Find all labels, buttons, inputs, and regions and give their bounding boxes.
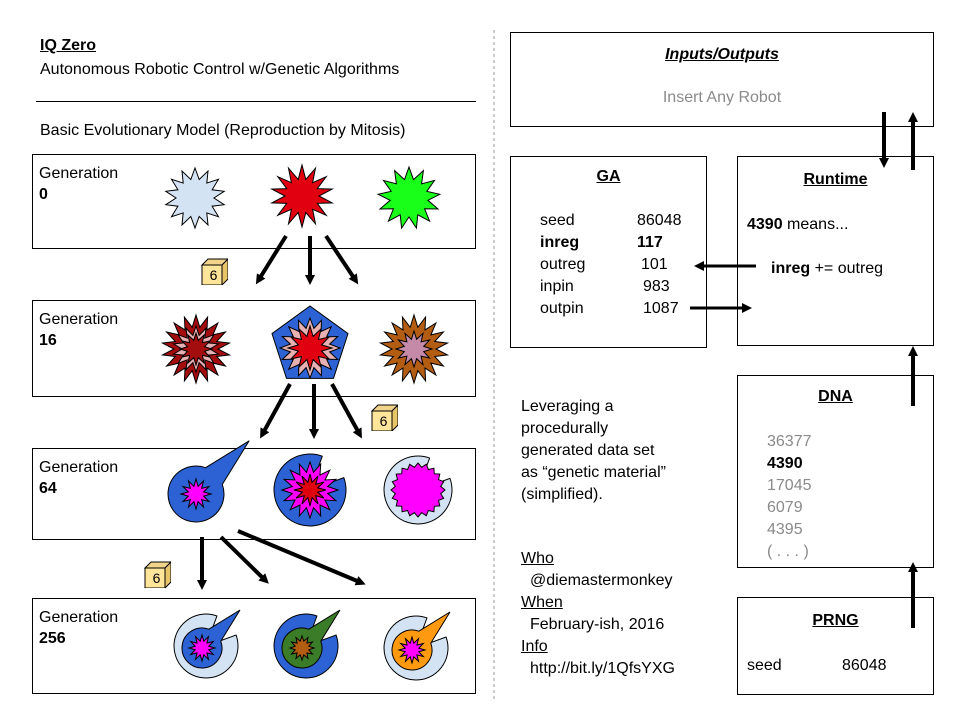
dna-value-active: 4390	[767, 455, 803, 472]
header-divider	[36, 101, 476, 102]
credits-when-label: When	[521, 594, 563, 611]
generation-label: Generation 64	[39, 457, 118, 499]
credits-info-link[interactable]: http://bit.ly/1QfsYXG	[530, 660, 675, 677]
credits-who-value: @diemastermonkey	[530, 572, 673, 589]
generation-number: 16	[39, 332, 57, 349]
ga-key-seed: seed	[540, 212, 575, 229]
runtime-operation: inreg += outreg	[771, 258, 883, 280]
generation-box-0: Generation 0	[32, 154, 476, 249]
ga-key-outpin: outpin	[540, 300, 584, 317]
title-text: IQ Zero	[40, 37, 97, 54]
app-subtitle: Autonomous Robotic Control w/Genetic Alg…	[40, 61, 400, 78]
ga-value-seed: 86048	[637, 212, 682, 229]
credits-who-label: Who	[521, 550, 554, 567]
die-icon: 6	[200, 258, 228, 285]
generation-box-64: Generation 64	[32, 448, 476, 540]
description-text: Leveraging a procedurally generated data…	[521, 398, 666, 503]
generation-label: Generation 16	[39, 309, 118, 351]
io-title: Inputs/Outputs	[665, 46, 779, 63]
ga-title: GA	[596, 168, 621, 185]
generation-number: 64	[39, 480, 57, 497]
reproduction-arrow	[219, 535, 269, 584]
dna-value: 36377	[767, 433, 812, 450]
generation-text: Generation	[39, 165, 119, 182]
generation-label: Generation 256	[39, 607, 118, 649]
generation-text: Generation	[39, 609, 119, 626]
die-icon: 6	[370, 404, 398, 431]
prng-panel: PRNG seed 86048	[737, 597, 934, 695]
dna-value: 4395	[767, 521, 803, 538]
generation-box-256: Generation 256	[32, 598, 476, 694]
prng-title: PRNG	[812, 612, 859, 629]
dna-ellipsis: ( . . . )	[767, 543, 809, 560]
app-title: IQ Zero	[40, 36, 96, 56]
die-value: 6	[379, 413, 388, 429]
ga-key-inpin: inpin	[540, 278, 574, 295]
ga-panel: GA seed 86048 inreg 117 outreg 101 inpin…	[510, 156, 707, 348]
ga-key-inreg: inreg	[540, 234, 580, 251]
ga-value-outreg: 101	[641, 256, 668, 273]
prng-value: 86048	[842, 657, 887, 674]
runtime-op-key: inreg	[771, 260, 811, 277]
generation-number: 0	[39, 186, 48, 203]
die-value: 6	[152, 570, 161, 586]
dna-panel: DNA 36377 4390 17045 6079 4395 ( . . . )	[737, 375, 934, 568]
ga-value-outpin: 1087	[643, 300, 679, 317]
io-panel: Inputs/Outputs Insert Any Robot	[510, 32, 934, 127]
runtime-title: Runtime	[803, 171, 868, 188]
ga-value-inpin: 983	[643, 278, 670, 295]
generation-number: 256	[39, 630, 66, 647]
generation-text: Generation	[39, 459, 119, 476]
runtime-op-suffix: += outreg	[810, 260, 884, 277]
model-heading: Basic Evolutionary Model (Reproduction b…	[40, 122, 406, 139]
die-value: 6	[209, 267, 218, 283]
runtime-panel: Runtime 4390 means... inreg += outreg	[737, 156, 934, 346]
ga-value-inreg: 117	[637, 234, 663, 251]
dna-title: DNA	[818, 388, 853, 405]
generation-label: Generation 0	[39, 163, 118, 205]
runtime-means-value: 4390	[747, 216, 783, 233]
dna-value: 6079	[767, 499, 803, 516]
io-placeholder: Insert Any Robot	[662, 89, 782, 106]
generation-box-16: Generation 16	[32, 300, 476, 397]
runtime-means: 4390 means...	[747, 214, 848, 236]
credits-when-value: February-ish, 2016	[530, 616, 665, 633]
die-icon: 6	[143, 561, 171, 588]
dna-value: 17045	[767, 477, 812, 494]
credits-info-label: Info	[521, 638, 548, 655]
ga-key-outreg: outreg	[540, 256, 586, 273]
prng-key: seed	[747, 657, 782, 674]
generation-text: Generation	[39, 311, 119, 328]
runtime-means-suffix: means...	[782, 216, 849, 233]
